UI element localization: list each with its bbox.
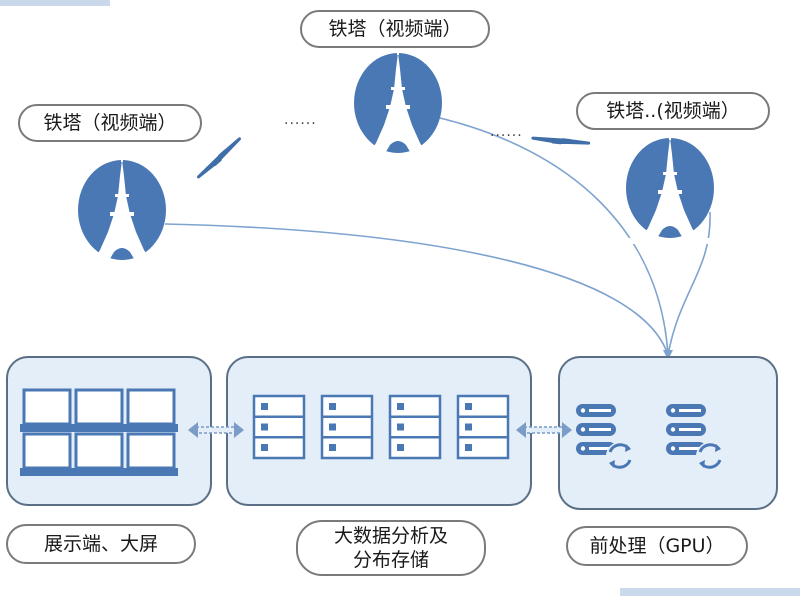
monitor-icon: [18, 432, 76, 478]
tower-left-label: 铁塔（视频端）: [18, 104, 202, 142]
storage-racks: [252, 394, 510, 460]
double-arrow-icon: [187, 421, 245, 439]
ellipsis-right: ......: [490, 124, 523, 140]
server-rack-icon: [388, 394, 442, 460]
bottom-right-decoration: [620, 588, 800, 596]
bigdata-label-line1: 大数据分析及: [333, 525, 448, 547]
tower-center-label: 铁塔（视频端）: [300, 10, 490, 48]
server-rack-icon: [320, 394, 374, 460]
server-rack-icon: [252, 394, 306, 460]
double-arrow-icon: [515, 421, 573, 439]
monitor-icon: [18, 388, 76, 434]
tower-right-label: 铁塔..(视频端）: [576, 92, 770, 130]
bigdata-label-line2: 分布存储: [352, 549, 429, 571]
monitor-icon: [122, 388, 180, 434]
gpu-label: 前处理（GPU）: [566, 526, 748, 566]
top-left-decoration: [0, 0, 110, 6]
gpu-servers: [574, 402, 726, 472]
bigdata-label: 大数据分析及 分布存储: [296, 520, 486, 576]
ellipsis-left: ......: [284, 112, 317, 128]
display-label: 展示端、大屏: [6, 524, 196, 564]
link-left-tower-to-gpu: [164, 223, 669, 356]
monitor-icon: [70, 432, 128, 478]
link-right-tower-to-gpu: [667, 211, 711, 356]
server-sync-icon: [574, 402, 636, 472]
monitor-icon: [70, 388, 128, 434]
server-sync-icon: [664, 402, 726, 472]
monitor-icon: [122, 432, 180, 478]
gpu-arrowhead: [663, 350, 673, 360]
server-rack-icon: [456, 394, 510, 460]
display-monitors: [18, 388, 180, 478]
link-center-tower-to-gpu: [439, 117, 669, 356]
